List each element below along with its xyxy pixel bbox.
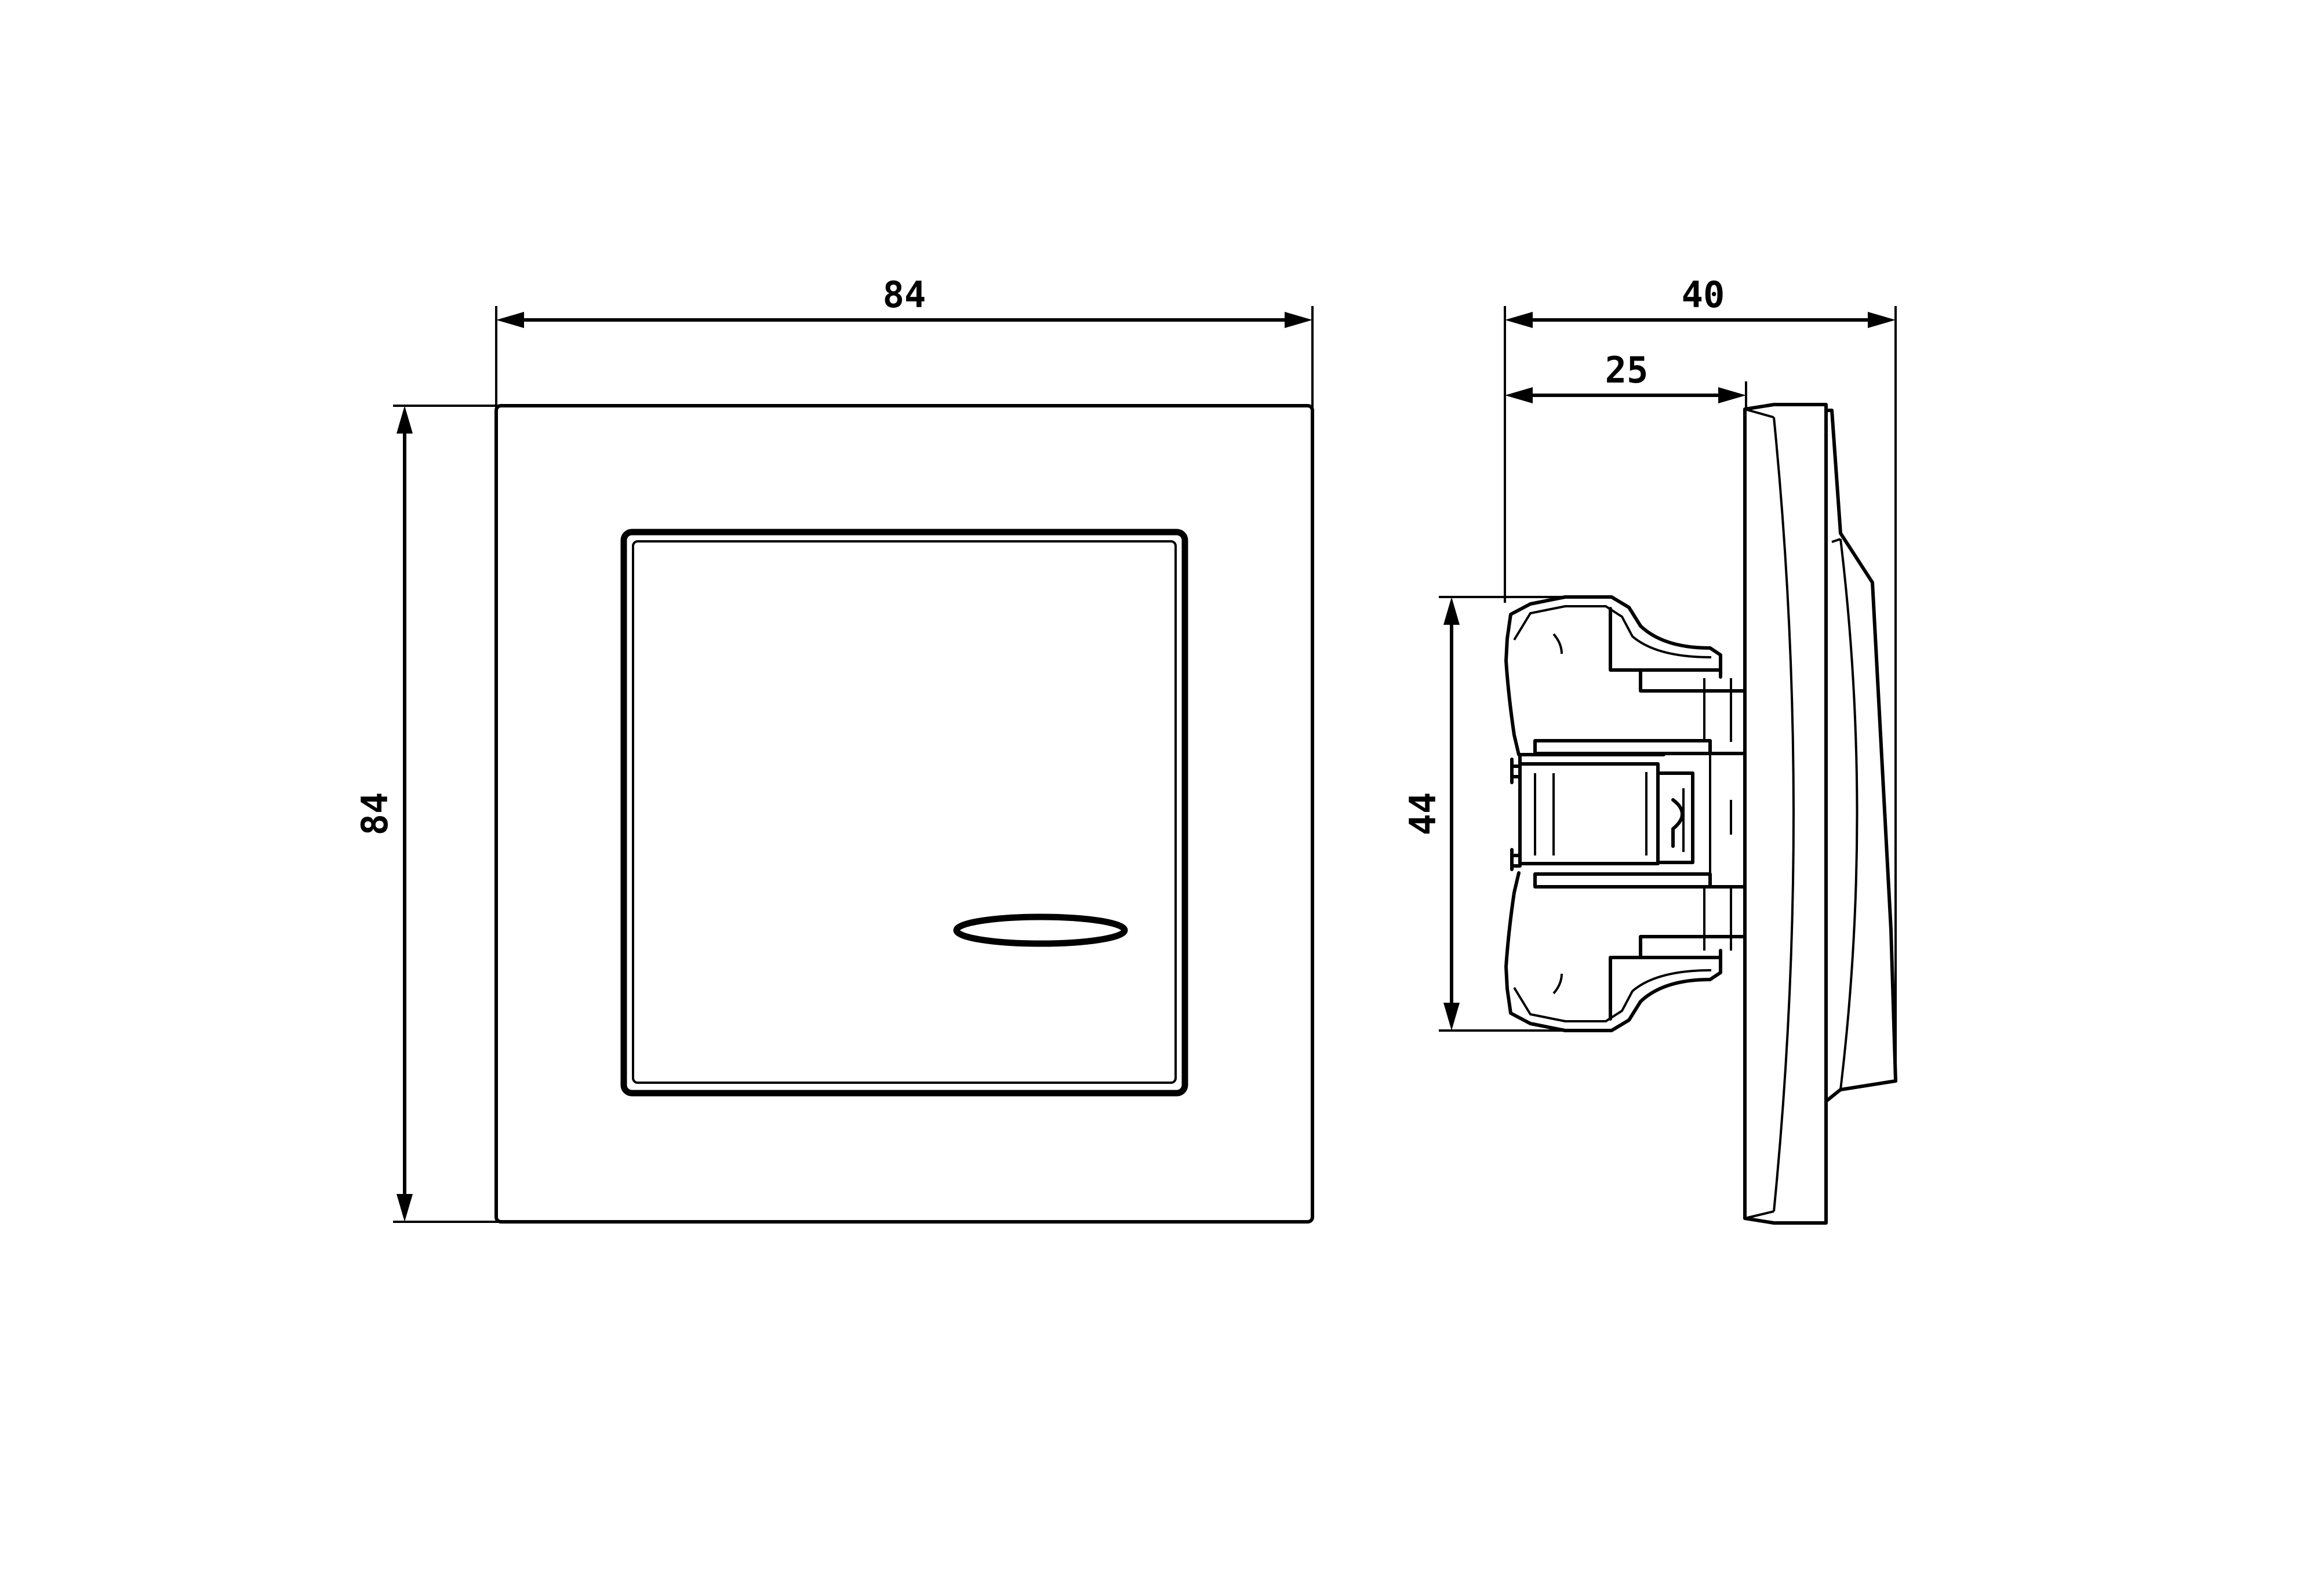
mechanism-top-arc xyxy=(1552,633,1563,654)
mechanism-bottom xyxy=(1505,949,1722,1032)
spring-contact-top xyxy=(1510,758,1522,784)
spring-contact-bottom xyxy=(1510,848,1522,871)
mechanism-bottom-arc xyxy=(1552,973,1563,995)
mechanism-top-block xyxy=(1504,607,1747,756)
mechanism-top-inner xyxy=(1513,605,1712,658)
dim-front-width-label: 84 xyxy=(883,274,926,316)
indicator-lens xyxy=(953,913,1128,947)
dim-side-mechanism-height-label: 44 xyxy=(1402,792,1444,836)
side-rocker-face xyxy=(1831,538,1859,1090)
clamp-block xyxy=(1518,753,1665,865)
terminal-upper-rails xyxy=(1703,678,1732,742)
dim-side-mount-depth: 25 xyxy=(1505,349,1747,409)
side-rocker xyxy=(1824,409,1897,1103)
dim-front-height-label: 84 xyxy=(354,792,396,836)
rocker-key-inner xyxy=(632,540,1177,1084)
clamp-screw xyxy=(1656,771,1694,864)
dim-front-height: 84 xyxy=(354,405,502,1223)
front-frame xyxy=(494,404,1314,1224)
terminal-bottom xyxy=(1533,872,1747,889)
side-cover-curve xyxy=(1773,417,1795,1212)
side-cover-plate xyxy=(1743,403,1828,1225)
dim-front-width: 84 xyxy=(495,274,1314,413)
clamp-screw-head xyxy=(1682,753,1732,874)
terminal-top xyxy=(1533,739,1747,755)
front-view xyxy=(494,404,1314,1224)
dim-side-total-depth-label: 40 xyxy=(1682,274,1725,316)
terminal-lower-rails xyxy=(1703,887,1732,951)
mechanism-bottom-inner xyxy=(1513,969,1712,1022)
side-view xyxy=(1504,403,1897,1225)
mechanism-top xyxy=(1505,595,1722,679)
dim-side-mount-depth-label: 25 xyxy=(1605,349,1649,391)
dim-side-mechanism-height: 44 xyxy=(1402,596,1612,1032)
dim-side-total-depth: 40 xyxy=(1504,274,1897,1078)
mechanism-bottom-block xyxy=(1504,871,1747,1021)
rocker-key xyxy=(620,529,1188,1097)
clamp-inner xyxy=(1534,772,1647,855)
side-cover-edge xyxy=(1744,408,1774,1219)
